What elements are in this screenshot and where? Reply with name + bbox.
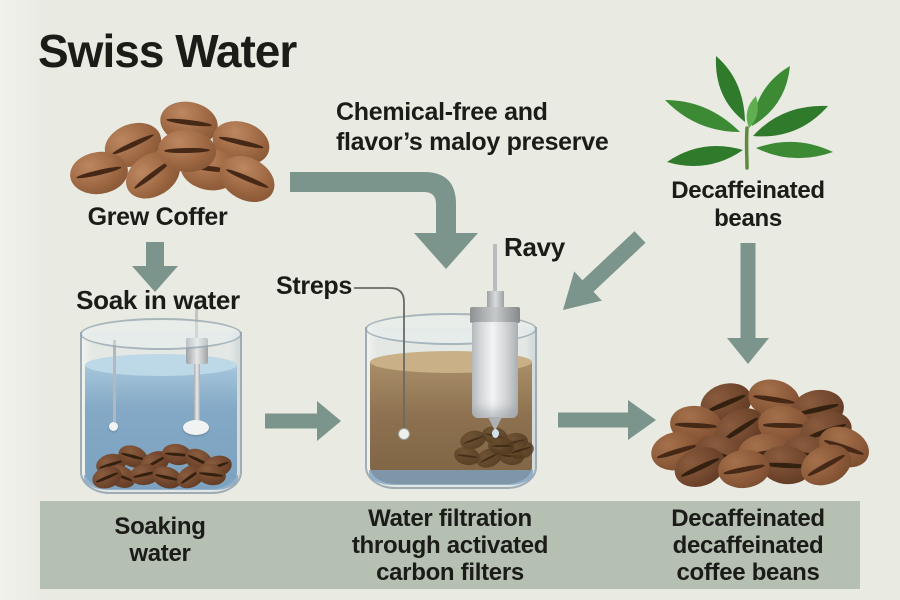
right-arrow-icon xyxy=(558,400,656,440)
caption-line: carbon filters xyxy=(376,559,524,586)
green-coffee-label: Grew Coffer xyxy=(87,203,228,231)
caption-decaffeinated-beans: Decaffeinated decaffeinated coffee beans xyxy=(628,501,868,586)
caption-soaking-water: Soaking water xyxy=(40,501,280,567)
down-arrow-icon xyxy=(132,242,178,292)
down-arrow-icon xyxy=(727,243,769,364)
caption-line: Soaking xyxy=(114,513,206,540)
caption-line: coffee beans xyxy=(676,559,820,586)
diagonal-arrow-icon xyxy=(563,231,646,310)
decaf-line-1: Decaffeinated xyxy=(671,177,825,204)
page-title: Swiss Water xyxy=(38,25,297,77)
leaf xyxy=(715,56,745,122)
caption-line: through activated xyxy=(351,532,549,559)
filter-plunger-rod xyxy=(493,244,497,294)
leaf xyxy=(756,141,833,159)
chemical-free-note: Chemical-free and flavor’s maloy preserv… xyxy=(336,97,609,157)
rod-tip xyxy=(109,422,118,431)
note-line-1: Chemical-free and xyxy=(336,98,548,126)
beaker-bottom-band xyxy=(369,470,533,485)
leaf xyxy=(752,66,790,126)
streps-leader-line xyxy=(354,287,410,440)
caption-line: Water filtration xyxy=(368,505,532,532)
leaf xyxy=(746,96,758,128)
stirrer-ball xyxy=(183,420,209,435)
caption-line: decaffeinated xyxy=(672,532,824,559)
carbon-filter-cartridge-illustration xyxy=(472,322,518,418)
water-droplet xyxy=(492,429,499,438)
decaffeinated-beans-label: Decaffeinated beans xyxy=(648,177,848,233)
leaf-sprig-illustration xyxy=(665,56,833,170)
stirrer-rod xyxy=(194,364,200,424)
caption-line: water xyxy=(129,540,191,567)
caption-line: Decaffeinated xyxy=(671,505,825,532)
soaking-beaker-illustration xyxy=(80,307,242,494)
caption-water-filtration: Water filtration through activated carbo… xyxy=(330,501,570,586)
soak-in-water-label: Soak in water xyxy=(76,285,240,315)
leaf xyxy=(665,100,740,132)
beaker-rim xyxy=(80,318,242,350)
leaf xyxy=(753,105,828,137)
note-line-2: flavor’s maloy preserve xyxy=(336,128,609,156)
ravy-callout-label: Ravy xyxy=(504,232,565,262)
right-arrow-icon xyxy=(265,401,341,441)
leaf xyxy=(667,146,743,166)
decaf-beans-pile-illustration xyxy=(647,374,876,494)
thermometer-rod-icon xyxy=(113,340,116,426)
filter-cap xyxy=(470,307,520,323)
decaf-line-2: beans xyxy=(714,205,782,232)
curved-arrow-icon xyxy=(290,172,478,269)
filter-neck xyxy=(487,291,504,309)
streps-callout-label: Streps xyxy=(276,272,353,300)
bottom-caption-bar: Soaking water Water filtration through a… xyxy=(40,501,860,589)
